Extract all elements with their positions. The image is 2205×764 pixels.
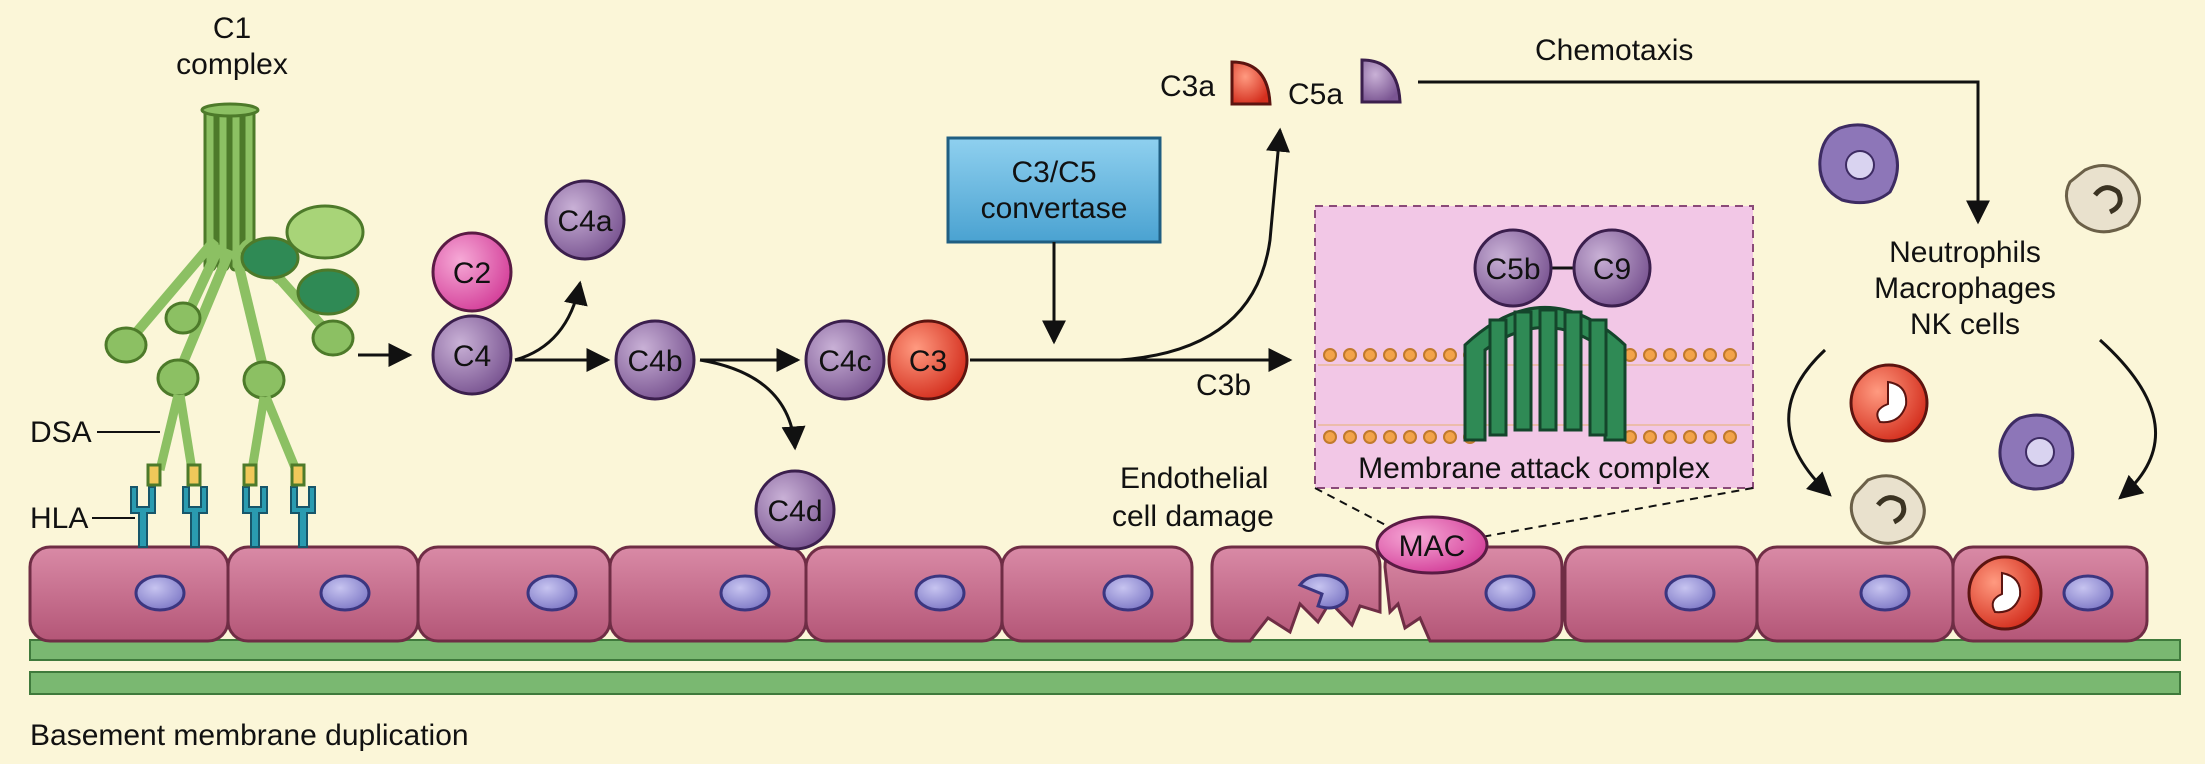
neutrophil-icon [1849,363,1929,443]
c4b-node [614,319,696,401]
nucleus [2062,574,2114,612]
cells-label-line1: Neutrophils [1889,236,2041,269]
chemotaxis-label: Chemotaxis [1535,34,1693,67]
arrow-c4-to-c4a [514,280,588,362]
endothelial-cell [804,545,1004,643]
c4a-label: C4a [557,205,612,238]
c5a-label: C5a [1288,78,1343,111]
endothelial-cell [608,545,808,643]
basement-membrane-label: Basement membrane duplication [30,719,469,752]
cell-nuclei [134,573,2114,612]
hla-receptor [290,486,316,548]
hla-label: HLA [30,502,88,535]
c5a-fragment-icon [1360,58,1402,104]
nucleus [319,574,371,612]
c9-node [1572,228,1652,308]
c4a-node [544,179,626,261]
hla-receptor [242,486,268,548]
convertase-box [946,136,1162,244]
c4-node [431,314,513,396]
hla-receptor [130,486,156,548]
c4-label: C4 [453,340,491,373]
endothelial-cell [28,545,230,643]
macrophage-icon [1818,123,1899,205]
mac-inset: C5b C9 Membrane attack complex [1314,205,1754,489]
nucleus [719,574,771,612]
c3a-fragment-icon [1230,60,1272,106]
nucleus [1664,574,1716,612]
arrow-right-curve [2098,338,2157,500]
mac-inset-title: Membrane attack complex [1358,452,1710,485]
neutrophil-in-cell-icon [1967,555,2043,631]
c5b-node [1473,228,1553,308]
nk-cell-icon-2 [1849,474,1926,545]
nucleus [526,574,578,612]
nucleus [1102,574,1154,612]
endothelial-cell [1000,545,1194,643]
c1-label-line1: C1 [213,12,251,45]
endothelial-cell-layer [28,545,2149,643]
cells-label-line2: Macrophages [1874,272,2056,305]
convertase-label-line2: convertase [981,192,1128,225]
mac-leader-right [1464,487,1754,541]
mac-badge-label: MAC [1399,530,1466,563]
c4c-node [804,319,886,401]
nucleus [1484,574,1536,612]
dsa-label: DSA [30,416,92,449]
arrow-chemotaxis [1418,80,1990,225]
endothelial-label-line2: cell damage [1112,500,1274,533]
mac-badge [1375,515,1489,575]
nk-cell-icon [2064,164,2141,234]
c3a-label: C3a [1160,70,1215,103]
c4d-label: C4d [767,495,822,528]
broken-nucleus [1297,573,1349,610]
c3-label: C3 [909,345,947,378]
c1-complex [104,102,365,487]
nucleus [1859,574,1911,612]
c2-label: C2 [453,257,491,290]
hla-receptors [130,486,316,548]
endothelial-cell [1563,545,1759,643]
endothelial-label-line1: Endothelial [1120,462,1268,495]
c5b-label: C5b [1485,253,1540,286]
damaged-endothelial-cell [1210,545,1382,643]
c4c-label: C4c [818,345,871,378]
endothelial-cell [1755,545,1955,643]
c9-label: C9 [1593,253,1631,286]
c1-label-line2: complex [176,48,288,81]
hla-receptor [182,486,208,548]
cells-label-line3: NK cells [1910,308,2020,341]
c4d-node [754,469,836,551]
c4b-label: C4b [627,345,682,378]
mac-leader-left [1314,487,1396,531]
arrow-to-c3a-c5a [1119,127,1290,362]
c3-node [887,319,969,401]
mac-pore [1463,306,1627,442]
convertase-label-line1: C3/C5 [1011,156,1096,189]
nucleus [134,574,186,612]
macrophage-icon-2 [1998,413,2075,491]
endothelial-cell [416,545,612,643]
arrow-left-curve [1787,348,1832,497]
arrow-c4b-to-c4d [699,358,806,451]
nucleus [914,574,966,612]
c3b-label: C3b [1196,369,1251,402]
c2-node [431,231,513,313]
